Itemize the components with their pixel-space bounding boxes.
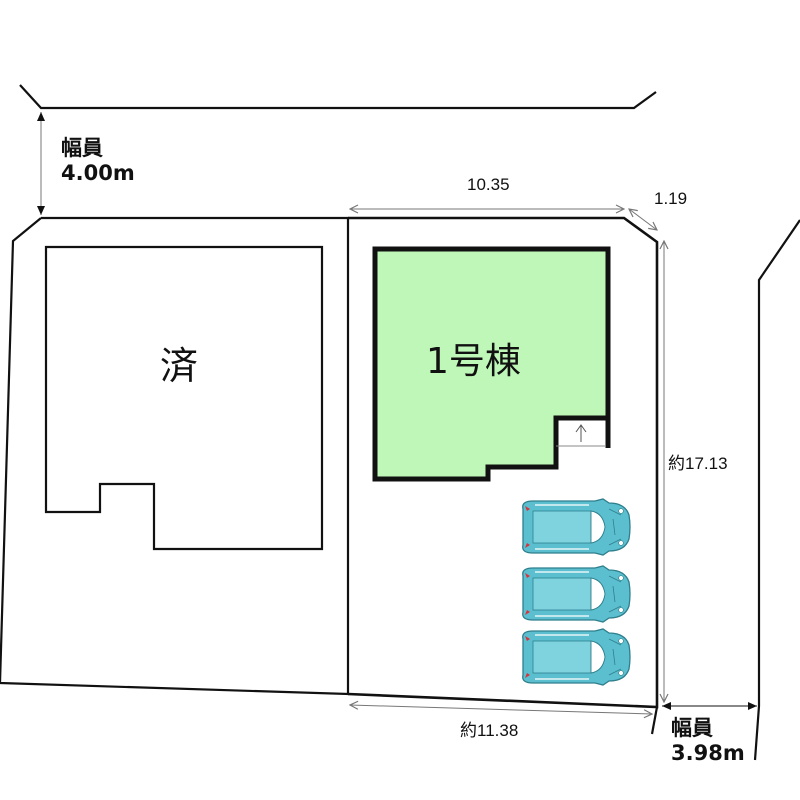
dim-east-depth: 約17.13 <box>668 454 728 473</box>
dim-corner-cut-line <box>629 209 657 230</box>
north-road-label-title: 幅員 <box>61 136 103 160</box>
east-road-width: 3.98m <box>671 741 745 765</box>
east-road-edge <box>753 219 800 761</box>
sold-building-outline <box>44 245 324 551</box>
lot1-label: 1号棟 <box>426 341 521 382</box>
lot1-porch <box>556 415 611 448</box>
north-road-width: 4.00m <box>61 161 135 185</box>
north-road-edge <box>19 84 657 110</box>
car-icon <box>522 498 631 556</box>
east-road-label-title: 幅員 <box>671 716 713 740</box>
lot1-building <box>372 246 611 482</box>
dim-bottom-width-line <box>350 705 652 714</box>
lot-sold-boundary <box>0 216 350 696</box>
dim-corner-cut: 1.19 <box>654 189 688 208</box>
entrance-arrow-icon <box>575 424 587 442</box>
sold-lot-label: 済 <box>160 344 199 388</box>
north-road-label: 幅員 4.00m <box>61 138 135 184</box>
car-icon <box>522 628 631 686</box>
dim-top-frontage: 10.35 <box>467 175 510 194</box>
dim-bottom-width: 約11.38 <box>460 721 519 740</box>
car-icon <box>522 565 631 623</box>
east-road-label: 幅員 3.98m <box>671 718 745 764</box>
east-road-lower-edge <box>650 706 659 735</box>
